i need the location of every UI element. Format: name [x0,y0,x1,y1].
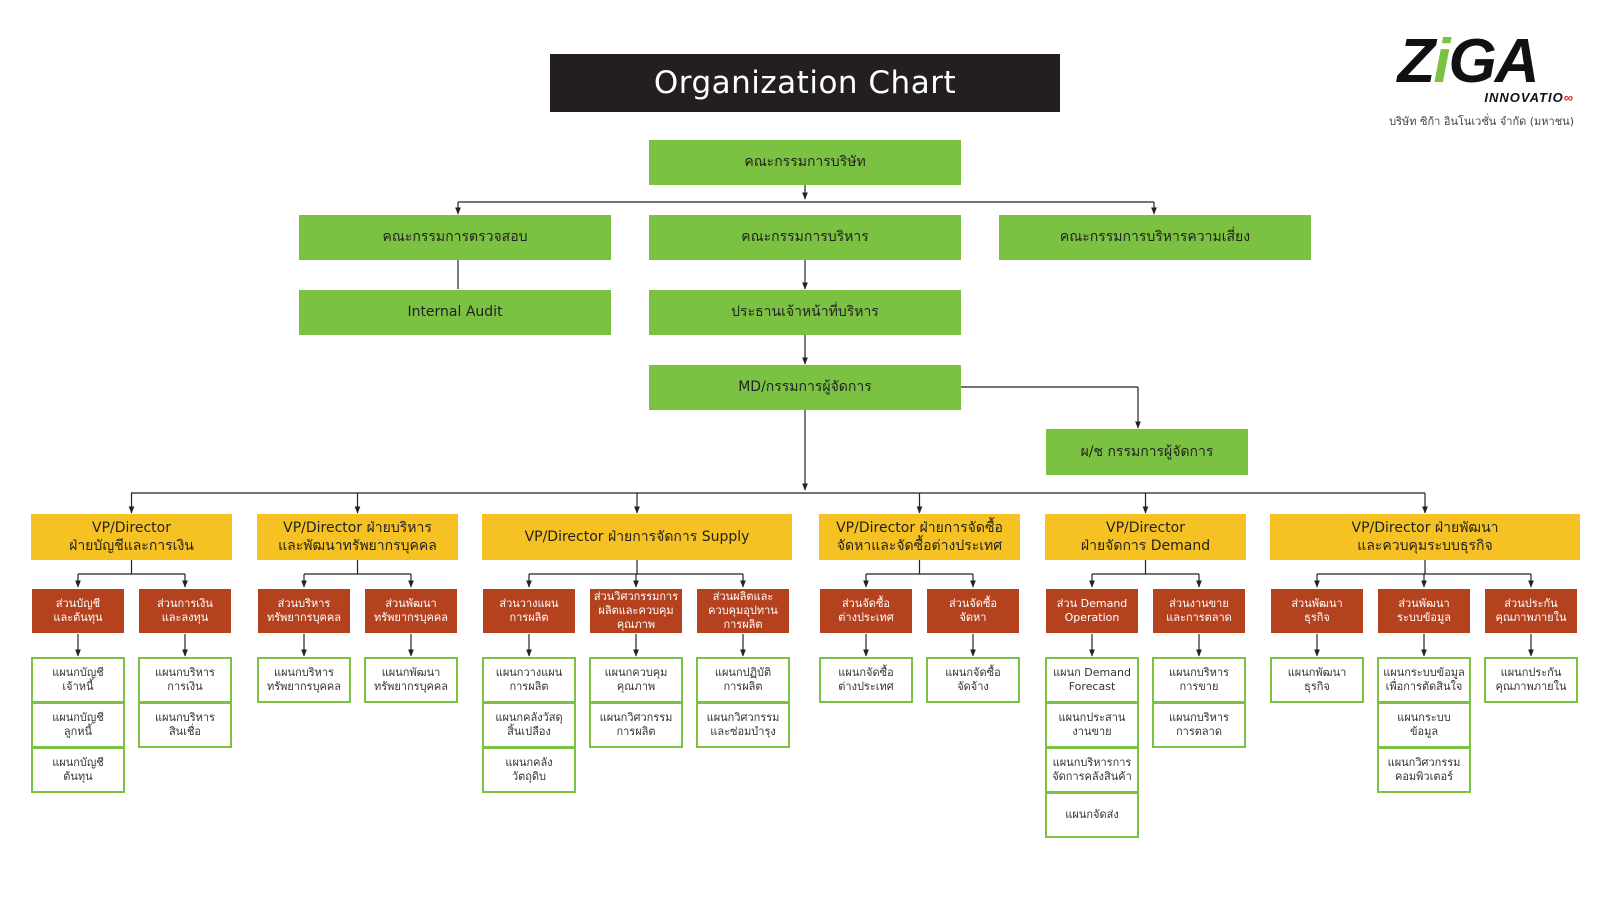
department-box: แผนกวางแผน การผลิต [482,657,576,703]
logo-subtitle: INNOVATIO∞ [1484,90,1574,105]
department-box: แผนกบริหาร ทรัพยากรบุคคล [257,657,351,703]
risk-committee: คณะกรรมการบริหารความเสี่ยง [999,215,1311,260]
department-box: แผนกวิศวกรรม การผลิต [589,702,683,748]
section-box: ส่วน Demand Operation [1045,588,1139,634]
section-box: ส่วนการเงิน และลงทุน [138,588,232,634]
section-box: ส่วนพัฒนา ธุรกิจ [1270,588,1364,634]
department-box: แผนกประกัน คุณภาพภายใน [1484,657,1578,703]
section-box: ส่วนบริหาร ทรัพยากรบุคคล [257,588,351,634]
department-box: แผนกระบบ ข้อมูล [1377,702,1471,748]
department-box: แผนกวิศวกรรม และซ่อมบำรุง [696,702,790,748]
department-box: แผนก Demand Forecast [1045,657,1139,703]
division-box: VP/Director ฝ่ายการจัดซื้อ จัดหาและจัดซื… [819,514,1020,560]
department-box: แผนกบัญชี ต้นทุน [31,747,125,793]
section-box: ส่วนบัญชี และต้นทุน [31,588,125,634]
department-box: แผนกจัดซื้อ ต่างประเทศ [819,657,913,703]
department-box: แผนกวิศวกรรม คอมพิวเตอร์ [1377,747,1471,793]
section-box: ส่วนงานขาย และการตลาด [1152,588,1246,634]
division-box: VP/Director ฝ่ายบริหาร และพัฒนาทรัพยากรบ… [257,514,458,560]
managing-director: MD/กรรมการผู้จัดการ [649,365,961,410]
section-box: ส่วนประกัน คุณภาพภายใน [1484,588,1578,634]
department-box: แผนกบริหาร การเงิน [138,657,232,703]
logo-caption: บริษัท ซิก้า อินโนเวชั่น จำกัด (มหาชน) [1389,115,1574,128]
department-box: แผนกคลังวัสดุ สิ้นเปลือง [482,702,576,748]
section-box: ส่วนพัฒนา ระบบข้อมูล [1377,588,1471,634]
page-title: Organization Chart [550,54,1060,112]
department-box: แผนกพัฒนา ธุรกิจ [1270,657,1364,703]
department-box: แผนกระบบข้อมูล เพื่อการตัดสินใจ [1377,657,1471,703]
internal-audit: Internal Audit [299,290,611,335]
section-box: ส่วนวางแผน การผลิต [482,588,576,634]
audit-committee: คณะกรรมการตรวจสอบ [299,215,611,260]
department-box: แผนกบริหาร การขาย [1152,657,1246,703]
department-box: แผนกบริหาร การตลาด [1152,702,1246,748]
ceo: ประธานเจ้าหน้าที่บริหาร [649,290,961,335]
executive-committee: คณะกรรมการบริหาร [649,215,961,260]
department-box: แผนกบริหารการ จัดการคลังสินค้า [1045,747,1139,793]
division-box: VP/Director ฝ่ายบัญชีและการเงิน [31,514,232,560]
department-box: แผนกพัฒนา ทรัพยากรบุคคล [364,657,458,703]
department-box: แผนกคลัง วัตถุดิบ [482,747,576,793]
department-box: แผนกจัดซื้อ จัดจ้าง [926,657,1020,703]
department-box: แผนกบัญชี ลูกหนี้ [31,702,125,748]
division-box: VP/Director ฝ่ายการจัดการ Supply [482,514,792,560]
assistant-managing-director: ผ/ช กรรมการผู้จัดการ [1046,429,1248,475]
section-box: ส่วนจัดซื้อ ต่างประเทศ [819,588,913,634]
board-of-directors: คณะกรรมการบริษัท [649,140,961,185]
logo-wordmark: ZiGA [1397,27,1539,96]
section-box: ส่วนผลิตและ ควบคุมอุปทาน การผลิต [696,588,790,634]
department-box: แผนกควบคุม คุณภาพ [589,657,683,703]
section-box: ส่วนพัฒนา ทรัพยากรบุคคล [364,588,458,634]
department-box: แผนกประสาน งานขาย [1045,702,1139,748]
company-logo: ZiGA INNOVATIO∞ บริษัท ซิก้า อินโนเวชั่น… [1355,30,1580,130]
section-box: ส่วนจัดซื้อ จัดหา [926,588,1020,634]
department-box: แผนกจัดส่ง [1045,792,1139,838]
division-box: VP/Director ฝ่ายจัดการ Demand [1045,514,1246,560]
section-box: ส่วนวิศวกรรมการ ผลิตและควบคุม คุณภาพ [589,588,683,634]
department-box: แผนกปฏิบัติ การผลิต [696,657,790,703]
division-box: VP/Director ฝ่ายพัฒนา และควบคุมระบบธุรกิ… [1270,514,1580,560]
department-box: แผนกบริหาร สินเชื่อ [138,702,232,748]
department-box: แผนกบัญชี เจ้าหนี้ [31,657,125,703]
